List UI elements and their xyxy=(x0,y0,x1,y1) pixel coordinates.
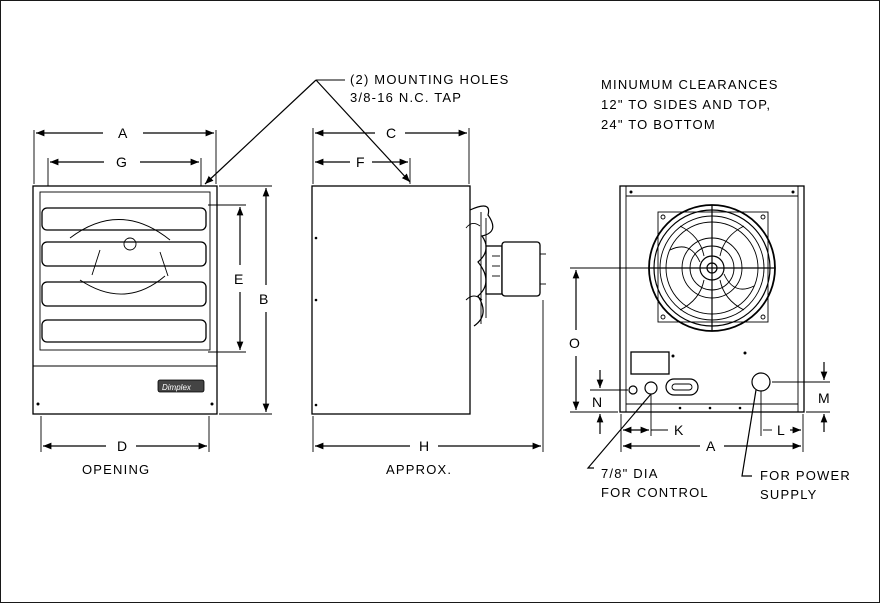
dim-e-label: E xyxy=(234,271,243,287)
control-hole-leader xyxy=(586,393,652,469)
clearances-line-2: 12" TO SIDES AND TOP, xyxy=(601,97,771,112)
control-knockout-small xyxy=(628,385,638,395)
opening-label: OPENING xyxy=(82,462,150,477)
side-cabinet xyxy=(311,185,471,415)
brand-logo: Dimplex xyxy=(157,379,205,393)
dim-c-label: C xyxy=(386,125,396,141)
rear-view: O N M K L A 7/8" DIA FOR CONTROL xyxy=(569,185,851,502)
svg-text:Dimplex: Dimplex xyxy=(162,383,192,392)
control-hole-line-1: 7/8" DIA xyxy=(601,466,659,481)
clearances-line-3: 24" TO BOTTOM xyxy=(601,117,716,132)
side-fan-motor xyxy=(465,205,546,327)
mounting-holes-line-2: 3/8-16 N.C. TAP xyxy=(350,90,462,105)
dim-o-label: O xyxy=(569,335,580,351)
dim-k-label: K xyxy=(674,422,684,438)
power-hole-leader xyxy=(741,389,757,477)
dim-b-label: B xyxy=(259,291,268,307)
dim-n-label: N xyxy=(592,394,602,410)
power-hole-line-2: SUPPLY xyxy=(760,487,818,502)
power-hole-line-1: FOR POWER xyxy=(760,468,851,483)
dim-a-rear-label: A xyxy=(706,438,716,454)
front-view: Dimplex A G E B D OPENING xyxy=(32,125,272,477)
side-view: C F H APPROX. xyxy=(311,125,546,477)
dim-h-label: H xyxy=(419,438,429,454)
dim-m-label: M xyxy=(818,390,830,406)
dim-d-label: D xyxy=(117,438,127,454)
clearances-note: MINUMUM CLEARANCES 12" TO SIDES AND TOP,… xyxy=(601,77,779,132)
dim-g-label: G xyxy=(116,154,127,170)
clearances-line-1: MINUMUM CLEARANCES xyxy=(601,77,779,92)
approx-label: APPROX. xyxy=(386,462,452,477)
mounting-holes-callout: (2) MOUNTING HOLES 3/8-16 N.C. TAP xyxy=(204,72,510,185)
mounting-holes-line-1: (2) MOUNTING HOLES xyxy=(350,72,510,87)
dim-f-label: F xyxy=(356,154,365,170)
dim-l-label: L xyxy=(777,422,785,438)
front-louvers xyxy=(41,207,207,343)
control-hole-line-2: FOR CONTROL xyxy=(601,485,709,500)
rear-nameplate xyxy=(630,351,670,375)
dim-a-front-label: A xyxy=(118,125,128,141)
rear-thermostat-slot xyxy=(665,378,699,396)
